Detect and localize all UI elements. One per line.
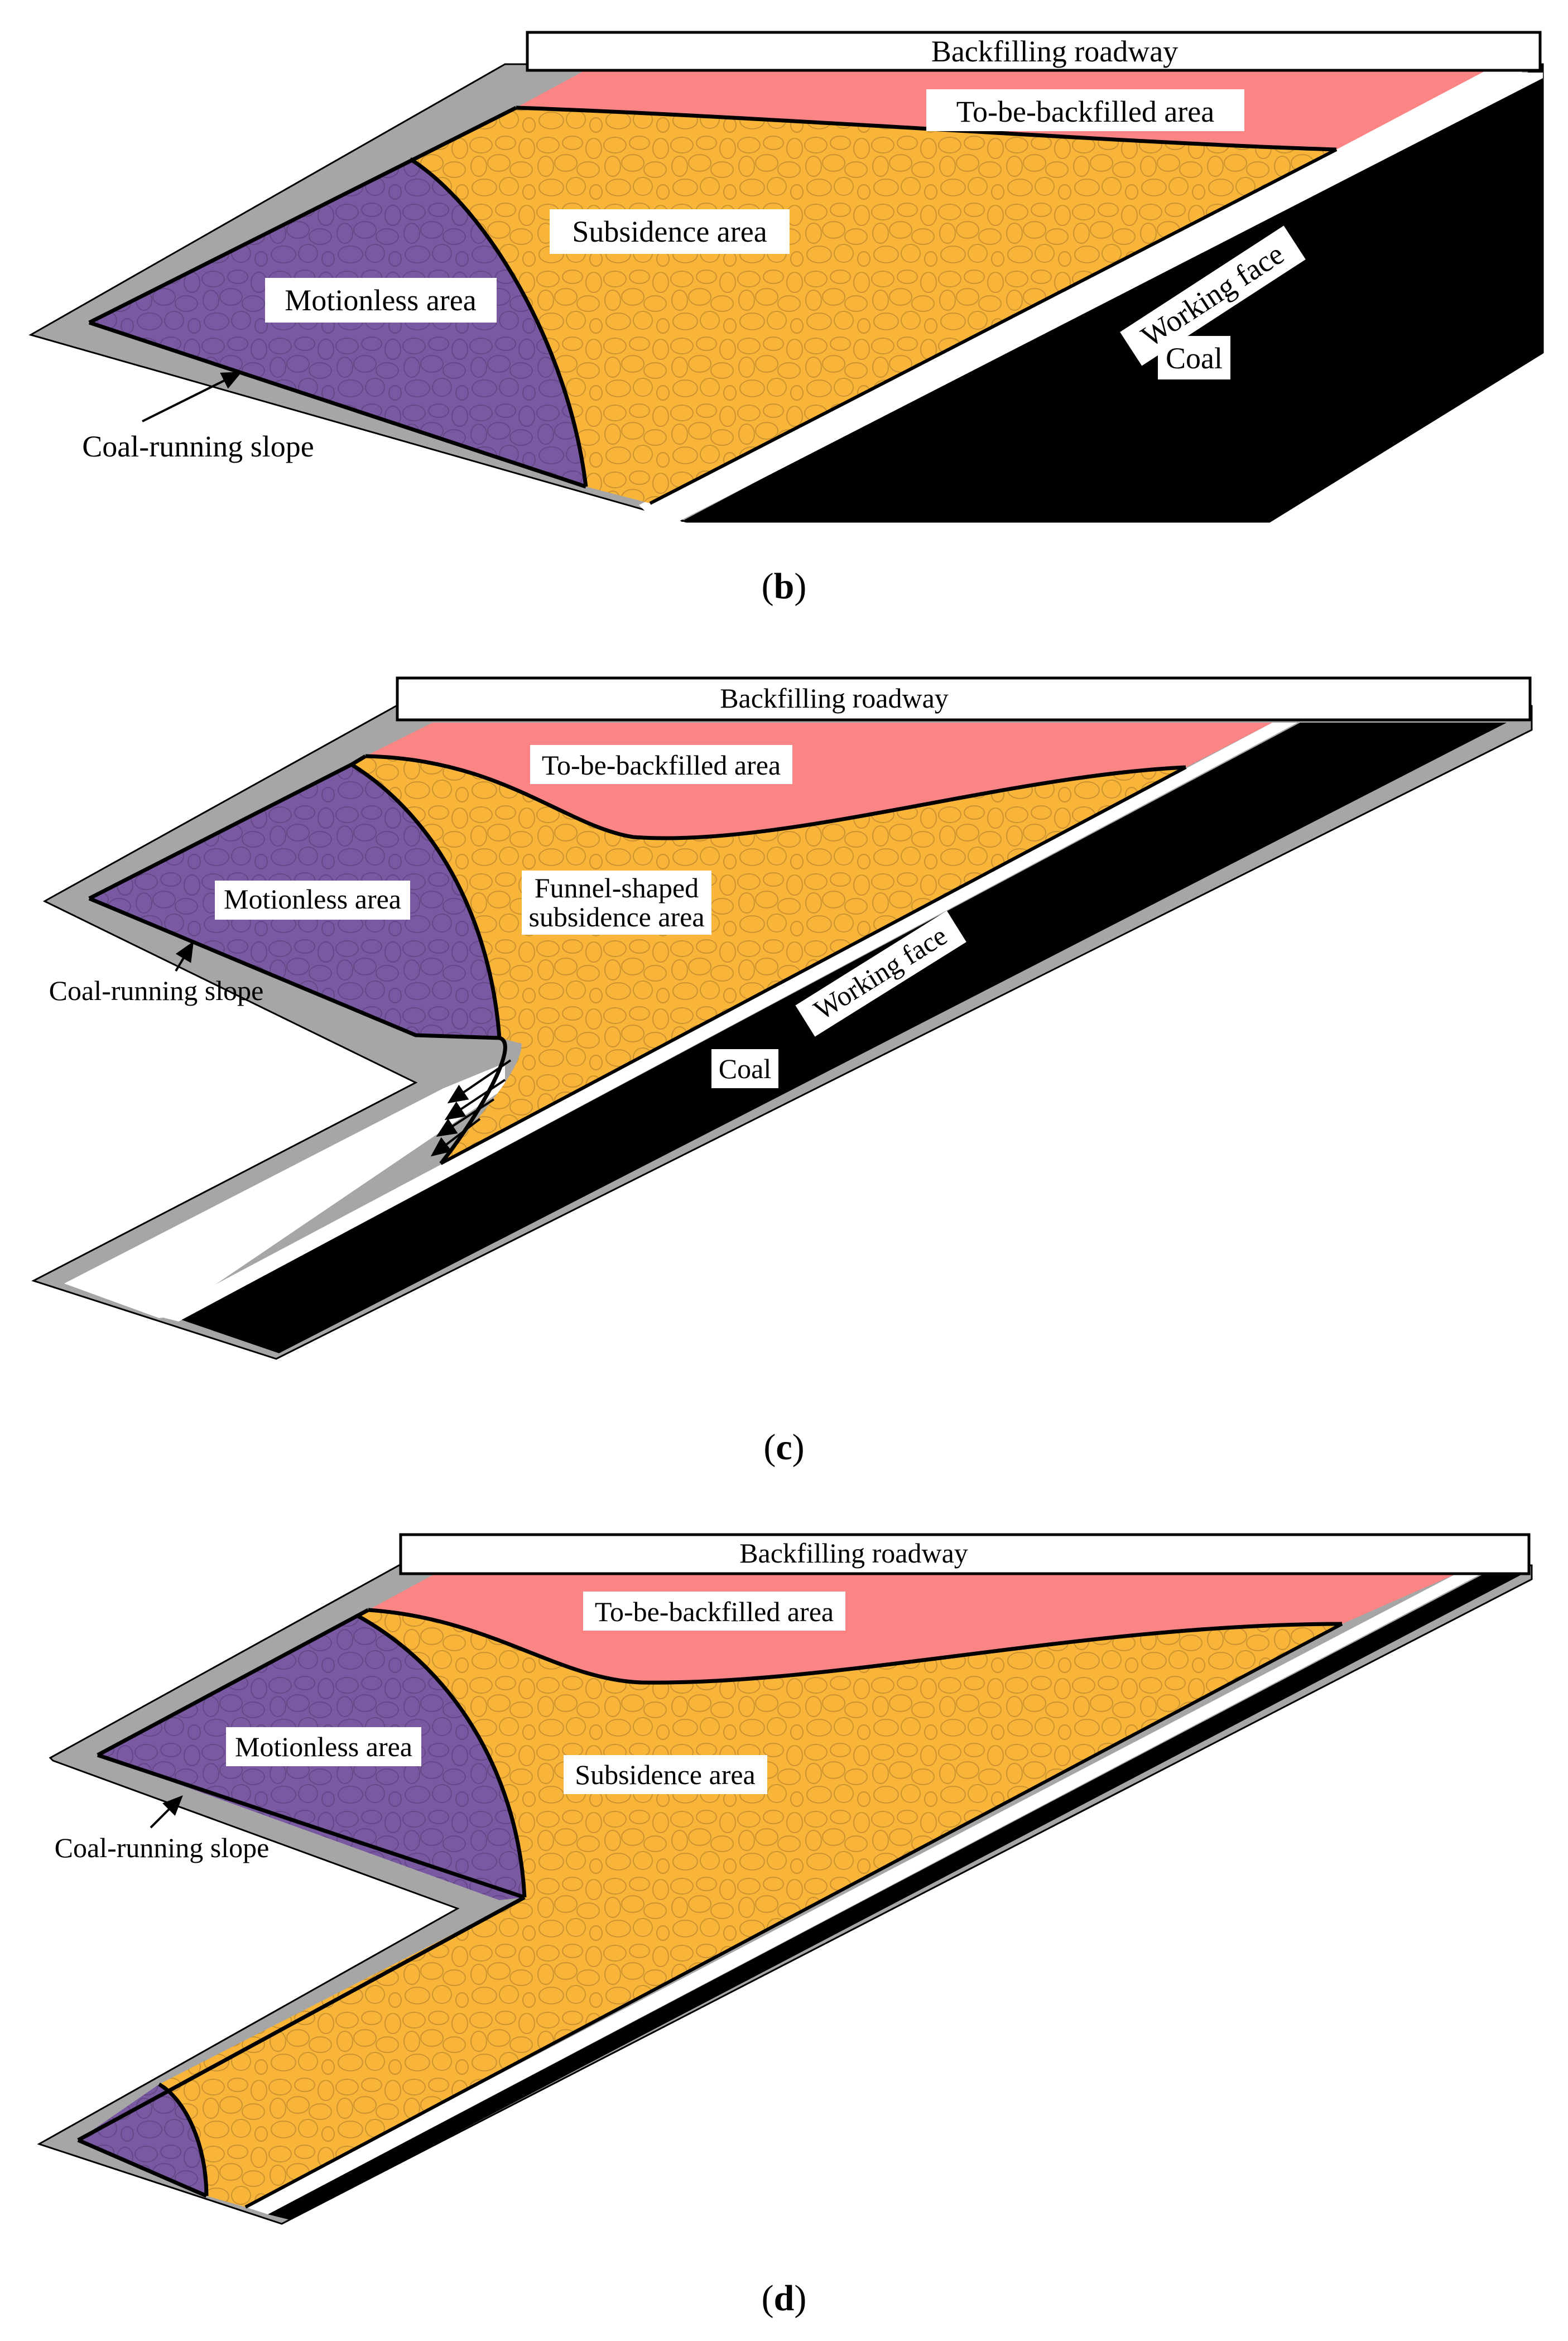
panel-c-flow-arrow-3 [436, 1098, 495, 1137]
panel-b-slope-label: Coal-running slope [82, 430, 314, 463]
panel-c-slope-arrow [175, 941, 194, 972]
panel-d-slope-label: Coal-running slope [55, 1832, 270, 1863]
panel-c-lower-empty [64, 1063, 505, 1318]
panel-d-motionless-label: Motionless area [235, 1731, 412, 1762]
panel-c-flow-arrow-2 [444, 1079, 506, 1121]
panel-b-slope-arrow [142, 372, 242, 422]
panel-b-caption: (b) [762, 566, 807, 607]
panel-b-subsidence-label: Subsidence area [572, 215, 767, 248]
panel-c-flow-arrow-4 [430, 1118, 481, 1157]
panel-c-working-face-strip [156, 723, 1297, 1321]
panel-b-motionless-label: Motionless area [285, 283, 476, 317]
panel-d-roadway-box [399, 1533, 1531, 1575]
panel-b-coal-label: Coal [1166, 342, 1223, 375]
panel-b: Backfilling roadway To-be-backfilled are… [28, 31, 1544, 607]
panel-d-backfill-label: To-be-backfilled area [595, 1596, 834, 1627]
panel-c-subsidence-label-1: Funnel-shaped [535, 872, 699, 903]
panel-c-roadway-label: Backfilling roadway [720, 682, 949, 714]
panel-c-roadway-box [396, 676, 1532, 722]
panel-c-coal-label: Coal [719, 1053, 771, 1084]
panel-d-working-face-strip [246, 1574, 1482, 2214]
panel-d-coal-strip [268, 1574, 1523, 2220]
panel-c-backfill-label: To-be-backfilled area [542, 749, 781, 781]
panel-d-caption: (d) [762, 2278, 807, 2319]
panel-c-motionless-label: Motionless area [224, 883, 401, 915]
panel-d-roadway-label: Backfilling roadway [739, 1537, 968, 1569]
panel-b-roadway-box [526, 31, 1542, 72]
panel-c-subsidence-label-2: subsidence area [528, 901, 704, 932]
panel-d: Backfilling roadway To-be-backfilled are… [37, 1533, 1533, 2319]
panel-d-slope-arrow [150, 1795, 183, 1829]
panel-c: Backfilling roadway To-be-backfilled are… [31, 676, 1533, 1468]
panel-c-coal [181, 723, 1507, 1353]
panel-b-working-face-strip-inner [647, 71, 1523, 520]
panel-c-caption: (c) [763, 1427, 804, 1468]
panel-c-flow-arrow-1 [447, 1059, 512, 1104]
panel-b-roadway-label: Backfilling roadway [931, 35, 1178, 68]
panel-c-slope-label: Coal-running slope [49, 975, 264, 1006]
panel-b-backfill-label: To-be-backfilled area [956, 95, 1214, 128]
panel-d-subsidence-label: Subsidence area [575, 1759, 755, 1790]
